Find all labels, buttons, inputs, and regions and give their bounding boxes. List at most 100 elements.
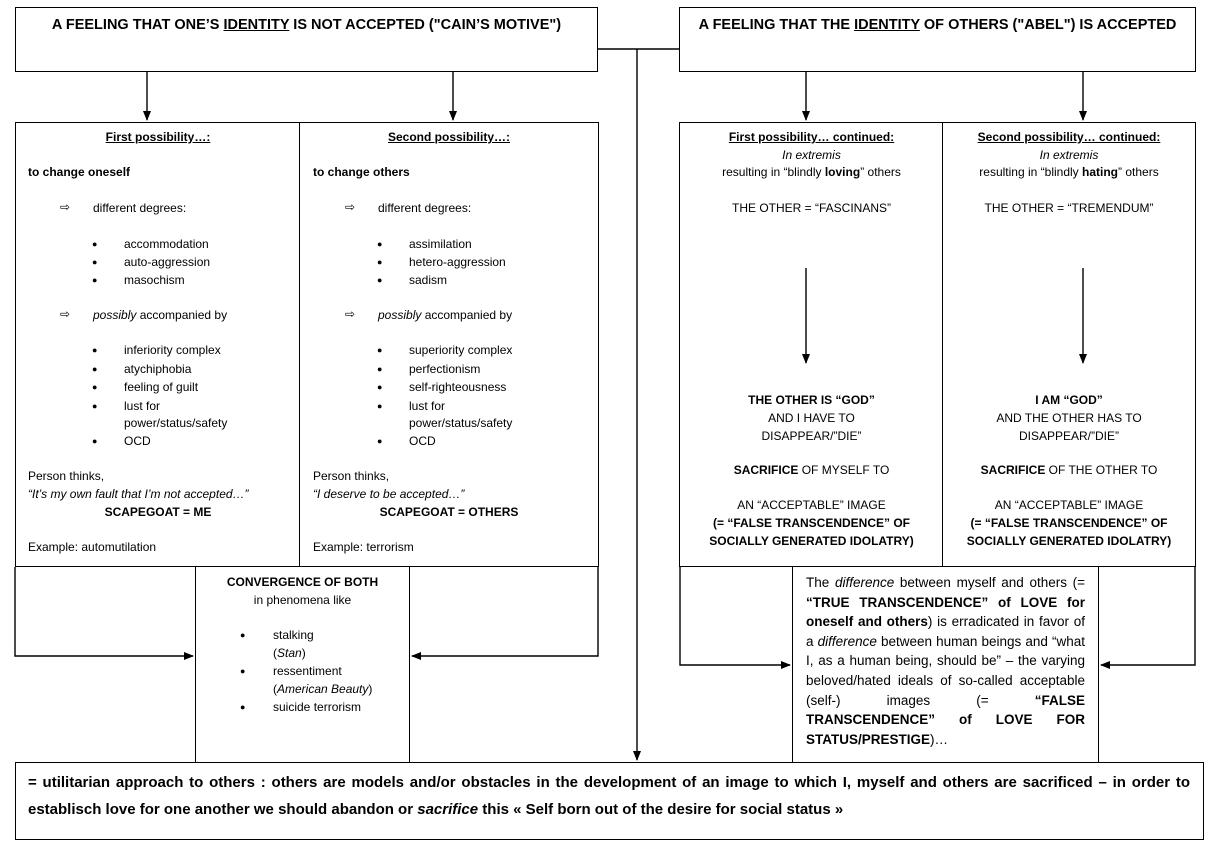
arrow-first-to-convergence bbox=[14, 567, 194, 660]
convergence-item-italic: Stan bbox=[277, 646, 302, 660]
first-accompanied-item: inferiority complex bbox=[124, 343, 221, 357]
bullet-icon: ● bbox=[92, 436, 98, 446]
second-accompanied-item: lust for bbox=[409, 399, 446, 413]
first-cont-extremis: In extremis bbox=[782, 148, 841, 162]
difference-text-part: The bbox=[806, 575, 835, 590]
first-accompanied-item: OCD bbox=[124, 434, 151, 448]
second-cont-sacrifice-key: SACRIFICE bbox=[980, 463, 1046, 477]
second-cont-result: resulting in “blindly hating” others bbox=[942, 164, 1196, 181]
first-accompanied-rest: accompanied by bbox=[136, 308, 228, 322]
first-cont-sacrifice-key: SACRIFICE bbox=[733, 463, 799, 477]
header-left-title: A FEELING THAT ONE’S IDENTITY IS NOT ACC… bbox=[15, 16, 598, 34]
second-cont-sacrifice-rest: OF THE OTHER TO bbox=[1045, 463, 1158, 477]
first-degree-item: masochism bbox=[124, 273, 185, 287]
paren-open: ( bbox=[273, 646, 277, 660]
first-cont-false1: (= “FALSE TRANSCENDENCE” OF bbox=[712, 516, 910, 530]
first-thinks: Person thinks, bbox=[28, 469, 105, 483]
second-cont-sacrifice: SACRIFICE OF THE OTHER TO bbox=[942, 462, 1196, 479]
bullet-icon: ● bbox=[377, 239, 383, 249]
paren-close: ) bbox=[301, 646, 306, 660]
difference-text-bold: “FALSE TRANSCENDENCE” of LOVE FOR STATUS… bbox=[806, 692, 1085, 747]
second-accompanied-item: power/status/safety bbox=[409, 416, 513, 430]
conclusion-text-part: this « Self born out of the desire for s… bbox=[478, 801, 844, 818]
bullet-icon: ● bbox=[92, 401, 98, 411]
header-right-pre: A FEELING THAT THE bbox=[698, 17, 855, 33]
bullet-icon: ● bbox=[240, 630, 246, 640]
first-cont-line3: DISAPPEAR/”DIE” bbox=[761, 429, 862, 443]
bullet-icon: ● bbox=[377, 382, 383, 392]
arrow-second-to-convergence bbox=[411, 567, 599, 660]
difference-text-part: between myself and others (= bbox=[894, 575, 1086, 590]
header-right-key: IDENTITY bbox=[854, 17, 920, 33]
second-cont-line1: I AM “GOD” bbox=[1035, 393, 1103, 407]
second-accompanied-item: OCD bbox=[409, 434, 436, 448]
second-accompanied-italic: possibly bbox=[378, 308, 422, 322]
first-degrees-arrow-icon: ⇨ bbox=[60, 200, 71, 214]
second-cont-line2: AND THE OTHER HAS TO bbox=[996, 411, 1142, 425]
paren-close: ) bbox=[368, 682, 373, 696]
convergence-item-note: (Stan) bbox=[273, 645, 306, 662]
first-accompanied-label: possibly accompanied by bbox=[93, 307, 227, 324]
second-cont-line3: DISAPPEAR/”DIE” bbox=[1018, 429, 1120, 443]
bullet-icon: ● bbox=[92, 382, 98, 392]
second-possibility-box bbox=[299, 122, 599, 567]
second-cont-false2: SOCIALLY GENERATED IDOLATRY) bbox=[966, 534, 1172, 548]
first-accompanied-italic: possibly bbox=[93, 308, 137, 322]
first-possibility-box bbox=[15, 122, 301, 567]
second-accompanied-rest: accompanied by bbox=[421, 308, 513, 322]
second-heading: Second possibility…: bbox=[387, 130, 510, 144]
bullet-icon: ● bbox=[92, 239, 98, 249]
first-example: Example: automutilation bbox=[28, 540, 157, 554]
convergence-item-italic: American Beauty bbox=[277, 682, 369, 696]
first-heading: First possibility…: bbox=[105, 130, 211, 144]
bullet-icon: ● bbox=[377, 436, 383, 446]
second-cont-result-pre: resulting in “blindly bbox=[979, 165, 1083, 179]
first-accompanied-item: atychiphobia bbox=[124, 362, 192, 376]
second-degree-item: sadism bbox=[409, 273, 448, 287]
second-continued-box bbox=[942, 122, 1196, 567]
bullet-icon: ● bbox=[92, 345, 98, 355]
second-accompanied-item: superiority complex bbox=[409, 343, 513, 357]
bullet-icon: ● bbox=[377, 257, 383, 267]
second-quote: “I deserve to be accepted…” bbox=[313, 487, 465, 501]
header-right-box bbox=[679, 7, 1196, 72]
conclusion-box bbox=[15, 762, 1204, 840]
conclusion-text-italic: sacrifice bbox=[417, 801, 479, 818]
first-goal: to change oneself bbox=[28, 165, 131, 179]
first-cont-result-key: loving bbox=[824, 165, 861, 179]
bullet-icon: ● bbox=[92, 257, 98, 267]
header-left-post: IS NOT ACCEPTED ("CAIN’S MOTIVE") bbox=[289, 17, 562, 33]
second-thinks: Person thinks, bbox=[313, 469, 390, 483]
first-accompanied-arrow-icon: ⇨ bbox=[60, 307, 71, 321]
bullet-icon: ● bbox=[377, 364, 383, 374]
first-cont-heading: First possibility… continued: bbox=[728, 130, 895, 144]
first-cont-image: AN “ACCEPTABLE” IMAGE bbox=[737, 498, 886, 512]
difference-text-part: between human beings and “what I, as a h… bbox=[806, 633, 1086, 708]
first-cont-sacrifice: SACRIFICE OF MYSELF TO bbox=[679, 462, 944, 479]
bullet-icon: ● bbox=[240, 666, 246, 676]
difference-text: The difference between myself and others… bbox=[806, 573, 1085, 749]
difference-text-bold: “TRUE TRANSCENDENCE” of LOVE for oneself… bbox=[806, 594, 1085, 630]
second-degrees-label: different degrees: bbox=[378, 201, 472, 215]
second-accompanied-item: perfectionism bbox=[409, 362, 481, 376]
second-scapegoat: SCAPEGOAT = OTHERS bbox=[379, 505, 519, 519]
convergence-title: CONVERGENCE OF BOTH bbox=[226, 575, 379, 589]
difference-text-part: )… bbox=[930, 731, 949, 747]
first-cont-line1: THE OTHER IS “GOD” bbox=[748, 393, 875, 407]
conclusion-text: = utilitarian approach to others : other… bbox=[28, 769, 1190, 823]
second-degrees-arrow-icon: ⇨ bbox=[345, 200, 356, 214]
header-left-box bbox=[15, 7, 598, 72]
first-accompanied-item: feeling of guilt bbox=[124, 380, 199, 394]
second-cont-image: AN “ACCEPTABLE” IMAGE bbox=[994, 498, 1144, 512]
convergence-item: ressentiment bbox=[273, 664, 342, 678]
difference-text-italic: difference bbox=[834, 575, 895, 590]
first-cont-false2: SOCIALLY GENERATED IDOLATRY) bbox=[709, 534, 914, 548]
arrow-first-cont-to-difference bbox=[679, 567, 791, 669]
first-cont-other: THE OTHER = “FASCINANS” bbox=[731, 201, 892, 215]
second-example: Example: terrorism bbox=[313, 540, 414, 554]
header-right-title: A FEELING THAT THE IDENTITY OF OTHERS ("… bbox=[679, 16, 1196, 34]
second-cont-heading: Second possibility… continued: bbox=[977, 130, 1161, 144]
second-accompanied-arrow-icon: ⇨ bbox=[345, 307, 356, 321]
paren-open: ( bbox=[273, 682, 277, 696]
conclusion-text-part: = utilitarian approach to others : other… bbox=[28, 774, 1190, 818]
